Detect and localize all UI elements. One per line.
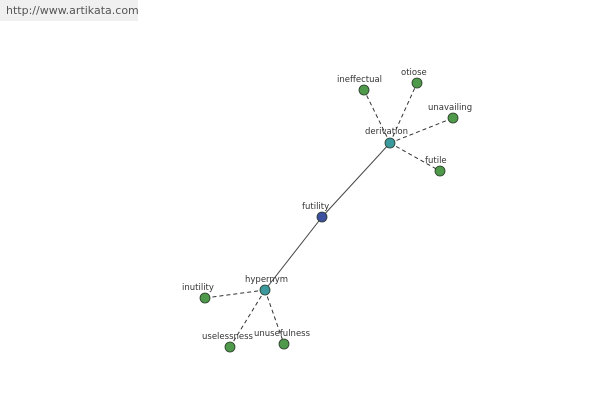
node-uselessness[interactable] — [224, 341, 236, 353]
node-label-inutility[interactable]: inutility — [182, 283, 214, 293]
source-url[interactable]: http://www.artikata.com — [0, 0, 139, 21]
edge-hypernym-inutility — [204, 289, 266, 299]
node-label-derivation[interactable]: derivation — [365, 127, 408, 137]
node-label-futile[interactable]: futile — [425, 156, 447, 166]
node-hypernym[interactable] — [259, 284, 271, 296]
node-label-hypernym[interactable]: hypernym — [245, 275, 288, 285]
edge-derivation-otiose — [389, 82, 418, 144]
edge-futility-hypernym — [264, 216, 323, 291]
edge-futility-derivation — [321, 142, 391, 218]
edge-derivation-futile — [389, 142, 441, 172]
node-label-ineffectual[interactable]: ineffectual — [337, 75, 382, 85]
node-label-futility[interactable]: futility — [302, 202, 329, 212]
graph-edges — [204, 82, 454, 348]
node-otiose[interactable] — [411, 77, 423, 89]
node-unusefulness[interactable] — [278, 338, 290, 350]
node-label-unavailing[interactable]: unavailing — [428, 103, 472, 113]
node-unavailing[interactable] — [447, 112, 459, 124]
node-derivation[interactable] — [384, 137, 396, 149]
graph-labels: futility derivation hypernym ineffectual oti… — [182, 68, 472, 342]
node-futility[interactable] — [316, 211, 328, 223]
edge-hypernym-unusefulness — [264, 289, 285, 345]
edge-derivation-unavailing — [389, 117, 454, 144]
node-label-unusefulness[interactable]: unusefulness — [254, 329, 311, 339]
graph-nodes — [199, 77, 459, 353]
node-label-otiose[interactable]: otiose — [401, 68, 427, 78]
edge-derivation-ineffectual — [363, 89, 391, 144]
node-inutility[interactable] — [199, 292, 211, 304]
node-label-uselessness[interactable]: uselessness — [202, 332, 254, 342]
node-ineffectual[interactable] — [358, 84, 370, 96]
node-futile[interactable] — [434, 165, 446, 177]
